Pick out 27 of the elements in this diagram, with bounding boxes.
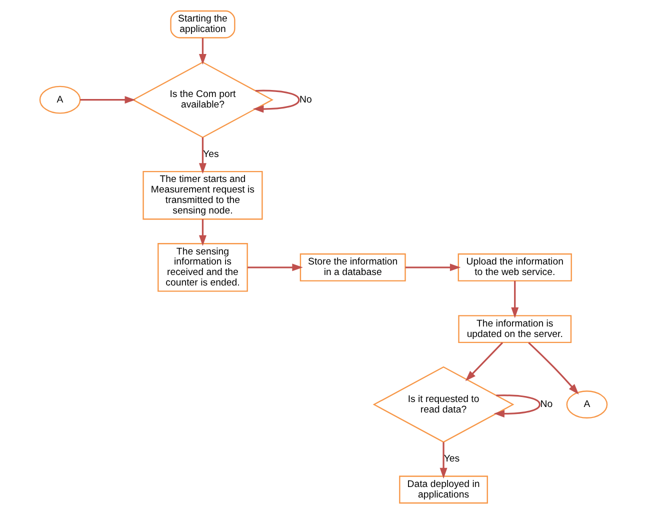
node-diamond: Is the Com port available? — [132, 62, 273, 138]
node-box: The information is updated on the server. — [458, 315, 572, 344]
node-box: The timer starts and Measurement request is transmitted to the sensing node. — [142, 170, 262, 220]
node-box: Starting the application — [170, 10, 235, 38]
node-box: Store the information in a database — [299, 253, 406, 282]
edge-label: No — [540, 399, 552, 410]
arrow — [464, 342, 503, 382]
node-ellipse: A — [566, 390, 608, 418]
arrow — [493, 394, 540, 418]
node-box: Upload the information to the web service. — [457, 253, 572, 282]
node-diamond: Is it requested to read data? — [372, 366, 514, 443]
arrow — [439, 442, 447, 479]
arrow — [198, 219, 206, 246]
arrow — [404, 264, 460, 272]
edge-label: Yes — [443, 454, 460, 465]
edge-label: No — [298, 94, 312, 106]
arrow — [80, 96, 136, 104]
node-box: Data deployed in applications — [398, 476, 488, 504]
node-ellipse: A — [38, 86, 80, 114]
node-box: The sensing information is received and the counter is ended. — [157, 243, 248, 292]
arrow — [198, 137, 206, 174]
edge-label: Yes — [202, 148, 218, 160]
arrow — [247, 264, 302, 272]
arrow — [510, 280, 518, 318]
arrow — [198, 38, 206, 65]
arrow — [528, 342, 578, 394]
arrow — [252, 90, 300, 113]
